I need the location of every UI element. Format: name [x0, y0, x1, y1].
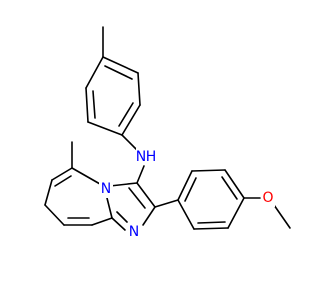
- atom-symbol: N: [129, 224, 139, 240]
- bond-layer: [44, 26, 291, 231]
- bond: [44, 179, 53, 206]
- bond: [191, 169, 226, 172]
- bond: [111, 217, 126, 231]
- bond: [136, 182, 156, 208]
- molecule-structure: N H N N O: [44, 26, 291, 241]
- bond: [121, 104, 141, 136]
- bond: [177, 170, 193, 201]
- bond: [154, 199, 179, 208]
- bond: [184, 177, 197, 202]
- bond: [51, 167, 73, 181]
- bond: [227, 197, 245, 229]
- bond: [221, 176, 238, 200]
- amine-nitrogen-label: N H: [136, 148, 157, 165]
- structure-canvas: N H N N O: [44, 26, 291, 241]
- bond: [121, 134, 138, 151]
- bridgehead-nitrogen-label: N: [99, 181, 113, 198]
- bond: [193, 227, 229, 230]
- bond: [44, 204, 65, 226]
- bond: [177, 199, 195, 230]
- bond: [85, 56, 104, 89]
- atom-symbol: N: [101, 181, 111, 197]
- bond: [91, 217, 113, 226]
- bond: [102, 56, 139, 74]
- bond: [71, 167, 101, 185]
- bond: [104, 65, 133, 80]
- bond: [116, 211, 128, 223]
- bond: [87, 121, 123, 136]
- imine-nitrogen-label: N: [127, 224, 141, 241]
- bond: [197, 221, 226, 224]
- oxygen-label: O: [261, 189, 275, 207]
- bond: [109, 182, 138, 187]
- bond: [224, 169, 245, 199]
- bond: [54, 175, 72, 187]
- atom-label-layer: N H N N O: [99, 148, 275, 241]
- atom-symbol: O: [262, 190, 273, 206]
- atom-symbol: N: [136, 149, 146, 165]
- bond: [118, 102, 134, 127]
- bond: [137, 72, 141, 106]
- bond: [92, 90, 96, 119]
- bond: [136, 165, 145, 184]
- bond: [142, 206, 156, 226]
- atom-suffix: H: [146, 149, 157, 165]
- bond: [273, 204, 291, 229]
- bond: [128, 187, 146, 209]
- bond: [85, 87, 89, 123]
